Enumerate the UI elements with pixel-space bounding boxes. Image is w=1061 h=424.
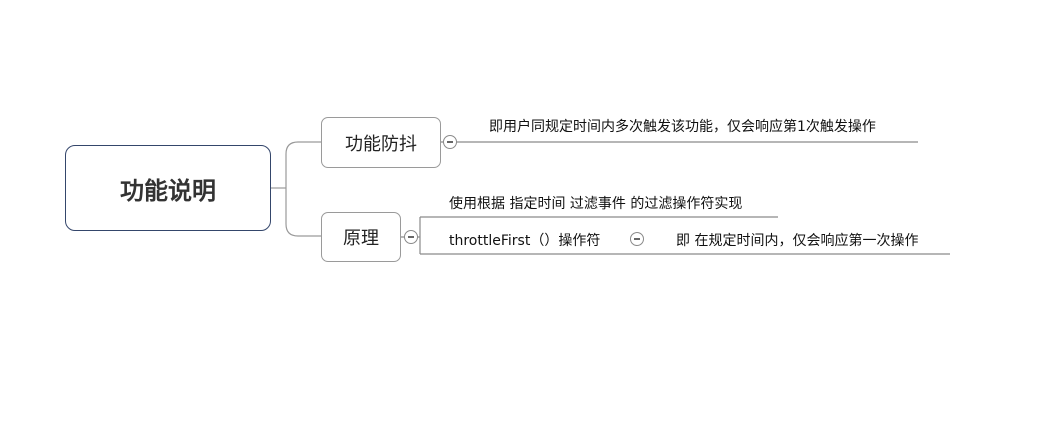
root-node[interactable]: 功能说明: [65, 145, 271, 231]
collapse-toggle-icon[interactable]: [404, 230, 418, 244]
detail-text: 使用根据 指定时间 过滤事件 的过滤操作符实现: [449, 196, 743, 212]
detail-text: 即用户同规定时间内多次触发该功能，仅会响应第1次触发操作: [489, 119, 876, 135]
branch-node-principle[interactable]: 原理: [321, 212, 401, 262]
branch-label: 原理: [343, 228, 379, 249]
collapse-toggle-icon[interactable]: [443, 135, 457, 149]
root-label: 功能说明: [120, 176, 216, 205]
detail-text: throttleFirst（）操作符: [449, 233, 601, 249]
sub-detail-text: 即 在规定时间内，仅会响应第一次操作: [676, 233, 919, 249]
branch-node-debounce[interactable]: 功能防抖: [321, 117, 441, 168]
collapse-toggle-icon[interactable]: [630, 232, 644, 246]
branch-label: 功能防抖: [345, 133, 417, 155]
